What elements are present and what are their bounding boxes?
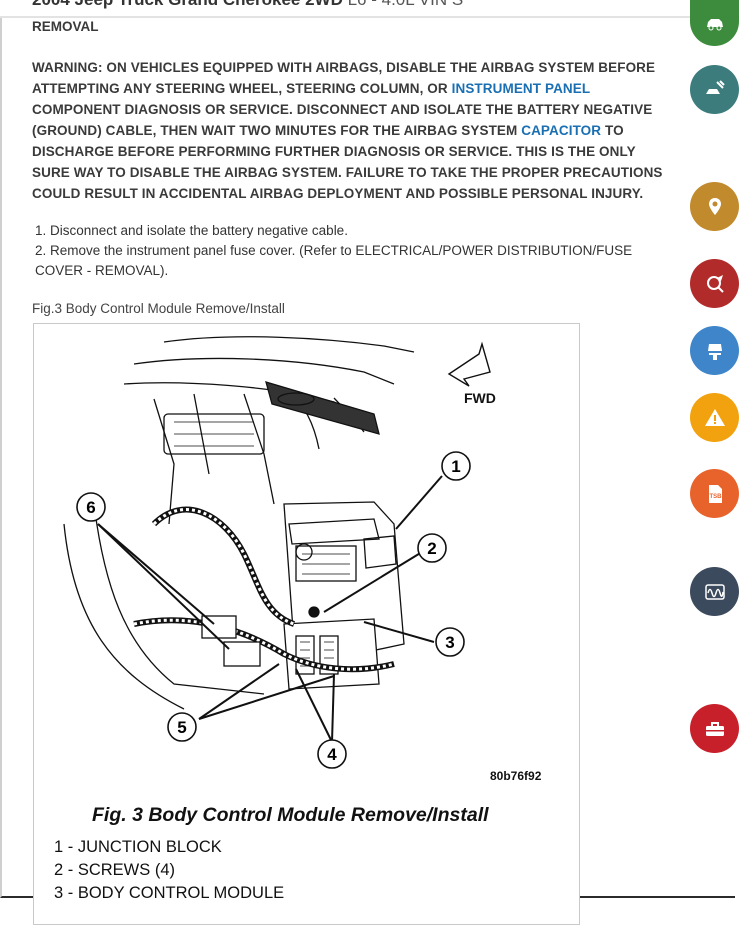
- callout-4: [317, 739, 347, 769]
- location-button[interactable]: [690, 182, 739, 231]
- legend-item: 1 - JUNCTION BLOCK: [54, 838, 222, 856]
- vehicle-lift-button[interactable]: [690, 326, 739, 375]
- section-heading: REMOVAL: [32, 19, 99, 34]
- callout-2: [417, 533, 447, 563]
- legend-item: 3 - BODY CONTROL MODULE: [54, 884, 285, 902]
- toolbox-icon: [705, 721, 724, 736]
- removal-steps: 1. Disconnect and isolate the battery ne…: [32, 221, 668, 281]
- waveform-icon: [704, 583, 725, 600]
- location-pin-icon: [708, 197, 721, 215]
- waveform-button[interactable]: [690, 567, 739, 616]
- toolbox-button[interactable]: [690, 704, 739, 753]
- step-1: 1. Disconnect and isolate the battery ne…: [35, 223, 348, 238]
- callout-6: [76, 492, 106, 522]
- vehicle-lift-icon: [707, 343, 722, 360]
- airbag-warning: WARNING: ON VEHICLES EQUIPPED WITH AIRBA…: [32, 60, 663, 201]
- instrument-panel-link[interactable]: INSTRUMENT PANEL: [451, 81, 590, 96]
- figure-title: Fig. 3 Body Control Module Remove/Instal…: [92, 804, 489, 826]
- tsb-button[interactable]: TSB: [690, 469, 739, 518]
- warning-icon: [704, 408, 725, 426]
- vehicle-button[interactable]: [690, 0, 739, 46]
- vehicle-icon: [706, 19, 723, 31]
- legend-item: 2 - SCREWS (4): [54, 861, 176, 879]
- figure-caption: Fig.3 Body Control Module Remove/Install: [32, 301, 285, 316]
- callout-5: [167, 712, 197, 742]
- step-2: 2. Remove the instrument panel fuse cove…: [35, 243, 633, 278]
- capacitor-link[interactable]: CAPACITOR: [521, 123, 602, 138]
- fwd-label: FWD: [464, 390, 496, 406]
- body-control-module-diagram: 1 2 3 4 5 6: [63, 336, 491, 769]
- component-locator-button[interactable]: [690, 259, 739, 308]
- repair-tools-icon: [705, 79, 725, 94]
- callout-5-label: 5: [177, 718, 186, 737]
- document-title: 2004 Jeep Truck Grand Cherokee 2WD L6 - …: [32, 0, 463, 10]
- callout-3-label: 3: [445, 633, 454, 652]
- callout-6-label: 6: [86, 498, 95, 517]
- repair-tools-button[interactable]: [690, 65, 739, 114]
- figure-legend: 1 - JUNCTION BLOCK 2 - SCREWS (4) 3 - BO…: [54, 836, 284, 905]
- warning-button[interactable]: [690, 393, 739, 442]
- component-locator-icon: [706, 274, 724, 293]
- figure-image[interactable]: 1 2 3 4 5 6 FWD 80b76f92 Fig. 3 Body Con…: [33, 323, 580, 925]
- callout-1-label: 1: [451, 457, 460, 476]
- callout-1: [441, 451, 471, 481]
- svg-text:TSB: TSB: [709, 494, 722, 500]
- callout-4-label: 4: [327, 745, 337, 764]
- callout-2-label: 2: [427, 539, 436, 558]
- figure-code: 80b76f92: [490, 769, 542, 783]
- callout-3: [435, 627, 465, 657]
- tsb-document-icon: TSB: [708, 484, 722, 503]
- article-content: REMOVAL WARNING: ON VEHICLES EQUIPPED WI…: [32, 14, 668, 319]
